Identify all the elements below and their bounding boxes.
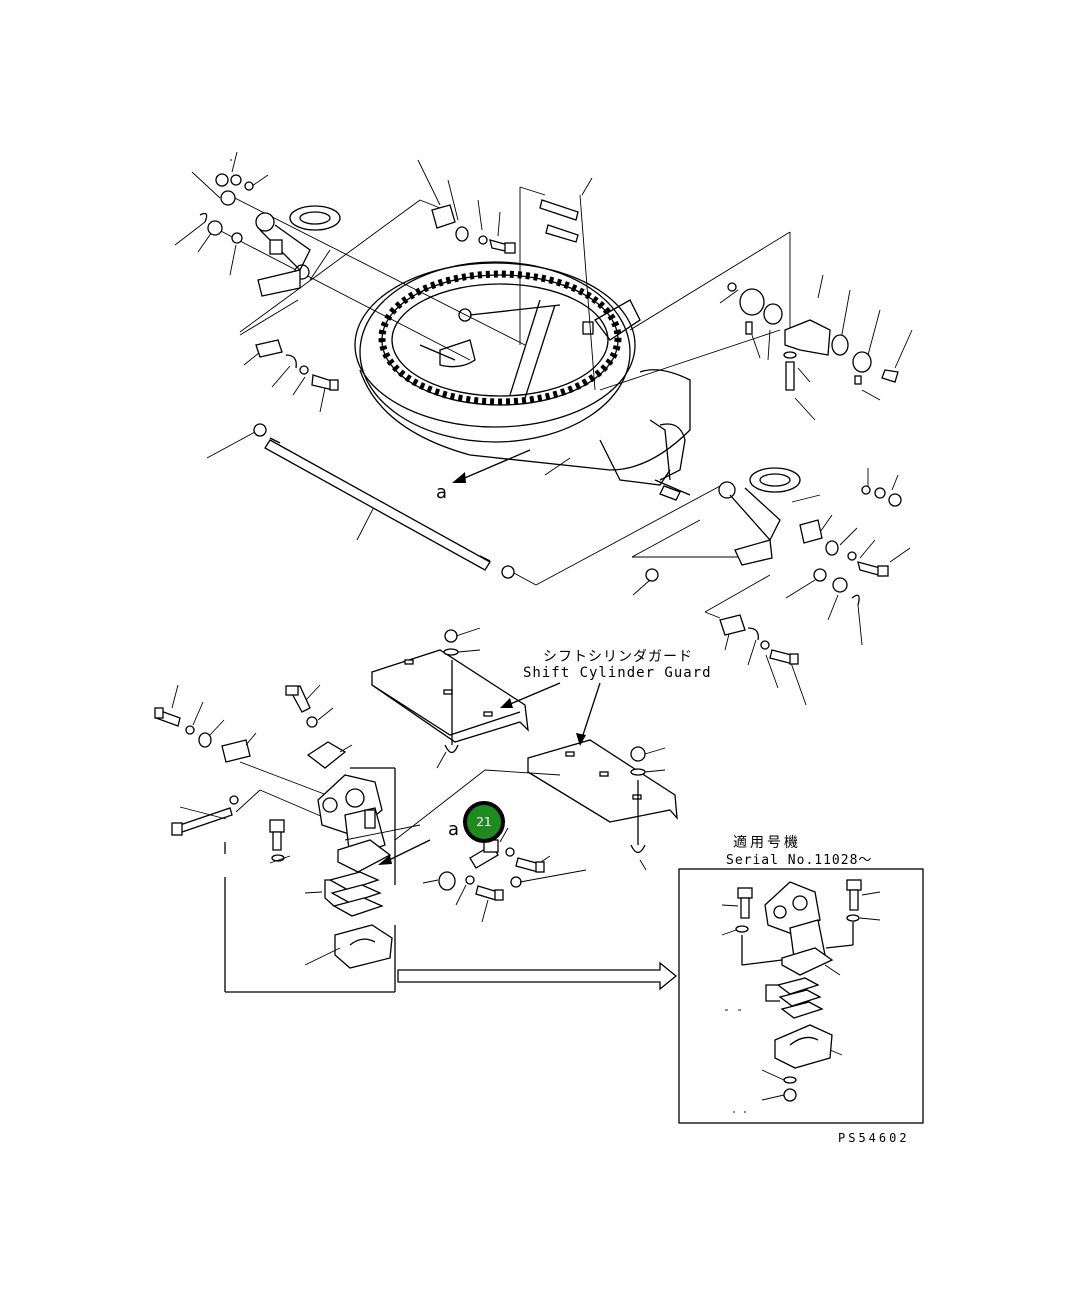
guard-label-arrows	[500, 682, 601, 746]
upper-leader-lines	[174, 151, 913, 706]
shift-cylinder-guard	[371, 627, 678, 871]
serial-detail-box	[678, 868, 924, 1124]
callout-number: 21	[476, 815, 491, 829]
callout-circle-icon	[463, 801, 505, 843]
serial-label-en: Serial No.11028～	[726, 853, 872, 868]
guard-label-en: Shift Cylinder Guard	[523, 665, 712, 681]
circle-assembly	[354, 261, 691, 501]
guard-label-jp: シフトシリンダガード	[543, 649, 693, 665]
drawing-code: PS54602	[838, 1131, 910, 1145]
ref-a-top: a	[436, 482, 447, 503]
upper-hardware	[199, 173, 902, 665]
outline-arrow-icon	[397, 961, 678, 991]
ref-arrow-top	[452, 449, 531, 483]
callout-21[interactable]: 21	[463, 801, 505, 843]
cylinder-support-assembly	[154, 684, 587, 993]
serial-label-jp: 適用号機	[733, 834, 801, 851]
ref-a-bottom: a	[448, 819, 459, 840]
